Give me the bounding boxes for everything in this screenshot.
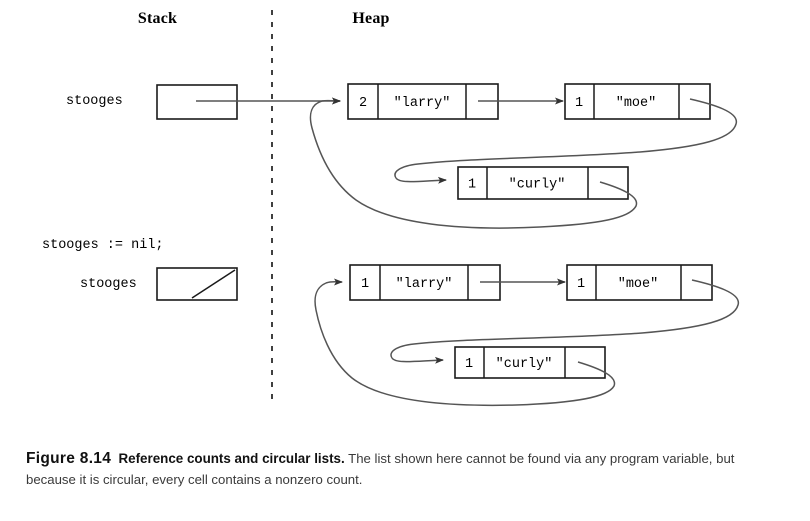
- cell-value-larry-after: "larry": [396, 277, 453, 292]
- figure-title: Reference counts and circular lists.: [118, 451, 345, 466]
- column-header-stack: Stack: [137, 10, 178, 27]
- column-header-heap: Heap: [352, 10, 390, 27]
- heap-cell-curly-after: 1 "curly": [454, 346, 606, 379]
- heap-cell-moe-after: 1 "moe": [566, 264, 713, 301]
- cell-count-moe-before: 1: [575, 96, 583, 111]
- assignment-statement: stooges := nil;: [42, 238, 164, 253]
- cell-count-curly-before: 1: [468, 178, 476, 193]
- pointer-moe-to-curly-after: [390, 279, 739, 359]
- cell-value-curly-before: "curly": [509, 178, 566, 193]
- pointer-moe-to-curly-head-before: [395, 176, 447, 184]
- cell-count-larry-after: 1: [361, 277, 369, 292]
- pointer-moe-to-curly-head-after: [391, 356, 444, 364]
- stack-box-after-nil: [156, 267, 238, 301]
- stack-box-before: [156, 84, 238, 120]
- cell-count-larry-before: 2: [359, 96, 367, 111]
- diagram-canvas: 2 "larry" 1 "moe" 1 "curly": [156, 10, 739, 407]
- cell-count-curly-after: 1: [465, 357, 473, 372]
- heap-cell-larry-after: 1 "larry": [349, 264, 501, 301]
- pointer-moe-to-curly-before: [394, 98, 737, 179]
- heap-cell-moe-before: 1 "moe": [564, 83, 711, 120]
- cell-value-larry-before: "larry": [394, 96, 451, 111]
- pointer-curly-to-larry-after: [314, 282, 616, 407]
- stack-variable-label-after: stooges: [80, 277, 137, 292]
- figure-body: The list shown here cannot be found via …: [26, 451, 735, 487]
- figure-caption: Figure 8.14 Reference counts and circula…: [26, 448, 786, 490]
- heap-cell-larry-before: 2 "larry": [347, 83, 499, 120]
- cell-value-moe-before: "moe": [616, 96, 657, 111]
- figure-label: Figure 8.14: [26, 450, 112, 467]
- nil-slash-icon: [191, 269, 236, 299]
- cell-count-moe-after: 1: [577, 277, 585, 292]
- pointer-curly-to-larry-before: [309, 100, 638, 229]
- heap-cell-curly-before: 1 "curly": [457, 166, 629, 200]
- pointer-curly-to-larry-head-after: [325, 278, 343, 286]
- cell-value-moe-after: "moe": [618, 277, 659, 292]
- stack-variable-label-before: stooges: [66, 94, 123, 109]
- cell-value-curly-after: "curly": [496, 357, 553, 372]
